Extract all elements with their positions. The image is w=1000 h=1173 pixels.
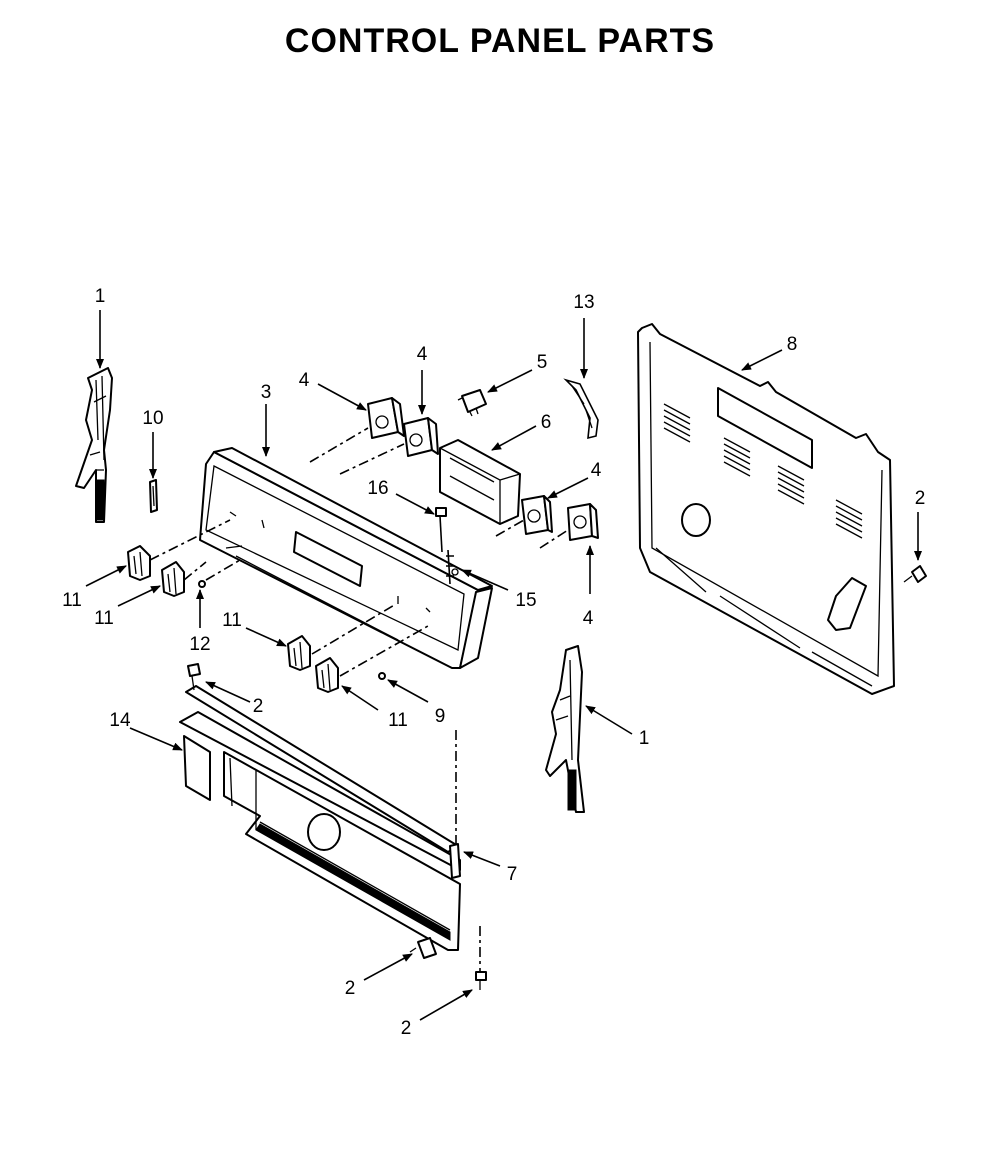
part-11-knob-d[interactable] bbox=[315, 657, 339, 693]
assembly-guide-lines bbox=[149, 427, 569, 972]
part-1-slot bbox=[95, 479, 105, 521]
part-14-round-hole bbox=[307, 813, 341, 851]
part-3-control-panel[interactable] bbox=[199, 447, 493, 669]
callout-2-right: 2 bbox=[915, 488, 926, 509]
callout-16: 16 bbox=[367, 478, 388, 499]
callout-leaders bbox=[85, 310, 922, 1021]
part-1-right-slot bbox=[567, 769, 577, 811]
callout-1-left: 1 bbox=[95, 286, 106, 307]
part-8-vents bbox=[663, 403, 863, 539]
part-15-spring[interactable] bbox=[446, 549, 459, 585]
part-14-lower-edge bbox=[255, 823, 451, 941]
part-4-switch-lower-right[interactable] bbox=[567, 503, 599, 541]
part-8-window-cutout bbox=[717, 387, 813, 469]
part-12-screw[interactable] bbox=[198, 580, 206, 588]
part-10-clip[interactable] bbox=[149, 479, 158, 513]
part-8-oval-hole bbox=[827, 577, 867, 631]
callout-2-lower-left: 2 bbox=[345, 978, 356, 999]
callout-4-lower-right: 4 bbox=[583, 608, 594, 629]
callout-2-top: 2 bbox=[253, 696, 264, 717]
callout-11-b: 11 bbox=[94, 608, 114, 629]
callout-5: 5 bbox=[537, 352, 548, 373]
part-11-knob-b[interactable] bbox=[161, 561, 185, 597]
part-16-bracket[interactable] bbox=[435, 507, 447, 553]
part-1-right-end-cap[interactable] bbox=[545, 645, 585, 813]
callout-3: 3 bbox=[261, 382, 272, 403]
callout-labels: 1 10 3 4 4 5 6 13 8 4 4 16 15 2 11 11 12… bbox=[62, 286, 925, 1039]
part-6-control-board[interactable] bbox=[439, 439, 521, 525]
callout-7: 7 bbox=[507, 864, 518, 885]
part-9-screw[interactable] bbox=[378, 672, 386, 680]
part-11-knob-a[interactable] bbox=[127, 545, 151, 581]
part-2-screw-right[interactable] bbox=[903, 565, 927, 583]
diagram-title: CONTROL PANEL PARTS bbox=[284, 22, 716, 60]
part-5-relay[interactable] bbox=[457, 389, 487, 417]
part-4-switch-upper-right[interactable] bbox=[403, 417, 439, 457]
part-8-round-hole bbox=[681, 503, 711, 537]
callout-4-lower-mid: 4 bbox=[591, 460, 602, 481]
callout-11-d: 11 bbox=[388, 710, 408, 731]
part-2-screw-bottom[interactable] bbox=[475, 971, 487, 990]
part-8-rear-panel[interactable] bbox=[637, 323, 895, 695]
callout-2-bottom: 2 bbox=[401, 1018, 412, 1039]
part-14-manifold-panel[interactable] bbox=[179, 685, 461, 951]
callout-15: 15 bbox=[515, 590, 536, 611]
part-3-display-window bbox=[293, 531, 363, 587]
callout-1-right: 1 bbox=[639, 728, 650, 749]
callout-6: 6 bbox=[541, 412, 552, 433]
part-2-screw-lower-left[interactable] bbox=[409, 937, 437, 959]
part-13-wire-harness[interactable] bbox=[563, 378, 599, 440]
part-11-knob-c[interactable] bbox=[287, 635, 311, 671]
callout-8: 8 bbox=[787, 334, 798, 355]
callout-12: 12 bbox=[189, 634, 210, 655]
part-1-left-end-cap[interactable] bbox=[75, 367, 113, 523]
callout-11-a: 11 bbox=[62, 590, 82, 611]
callout-11-c: 11 bbox=[222, 610, 242, 631]
callout-9: 9 bbox=[435, 706, 446, 727]
part-2-screw-top[interactable] bbox=[187, 663, 201, 691]
part-7-bracket[interactable] bbox=[449, 843, 461, 879]
callout-10: 10 bbox=[142, 408, 163, 429]
part-4-switch-upper-left[interactable] bbox=[367, 397, 405, 439]
callout-4-upper-left: 4 bbox=[299, 370, 310, 391]
callout-13: 13 bbox=[573, 292, 594, 313]
callout-4-upper-mid: 4 bbox=[417, 344, 428, 365]
part-4-switch-lower-left[interactable] bbox=[521, 495, 553, 535]
callout-14: 14 bbox=[109, 710, 131, 731]
